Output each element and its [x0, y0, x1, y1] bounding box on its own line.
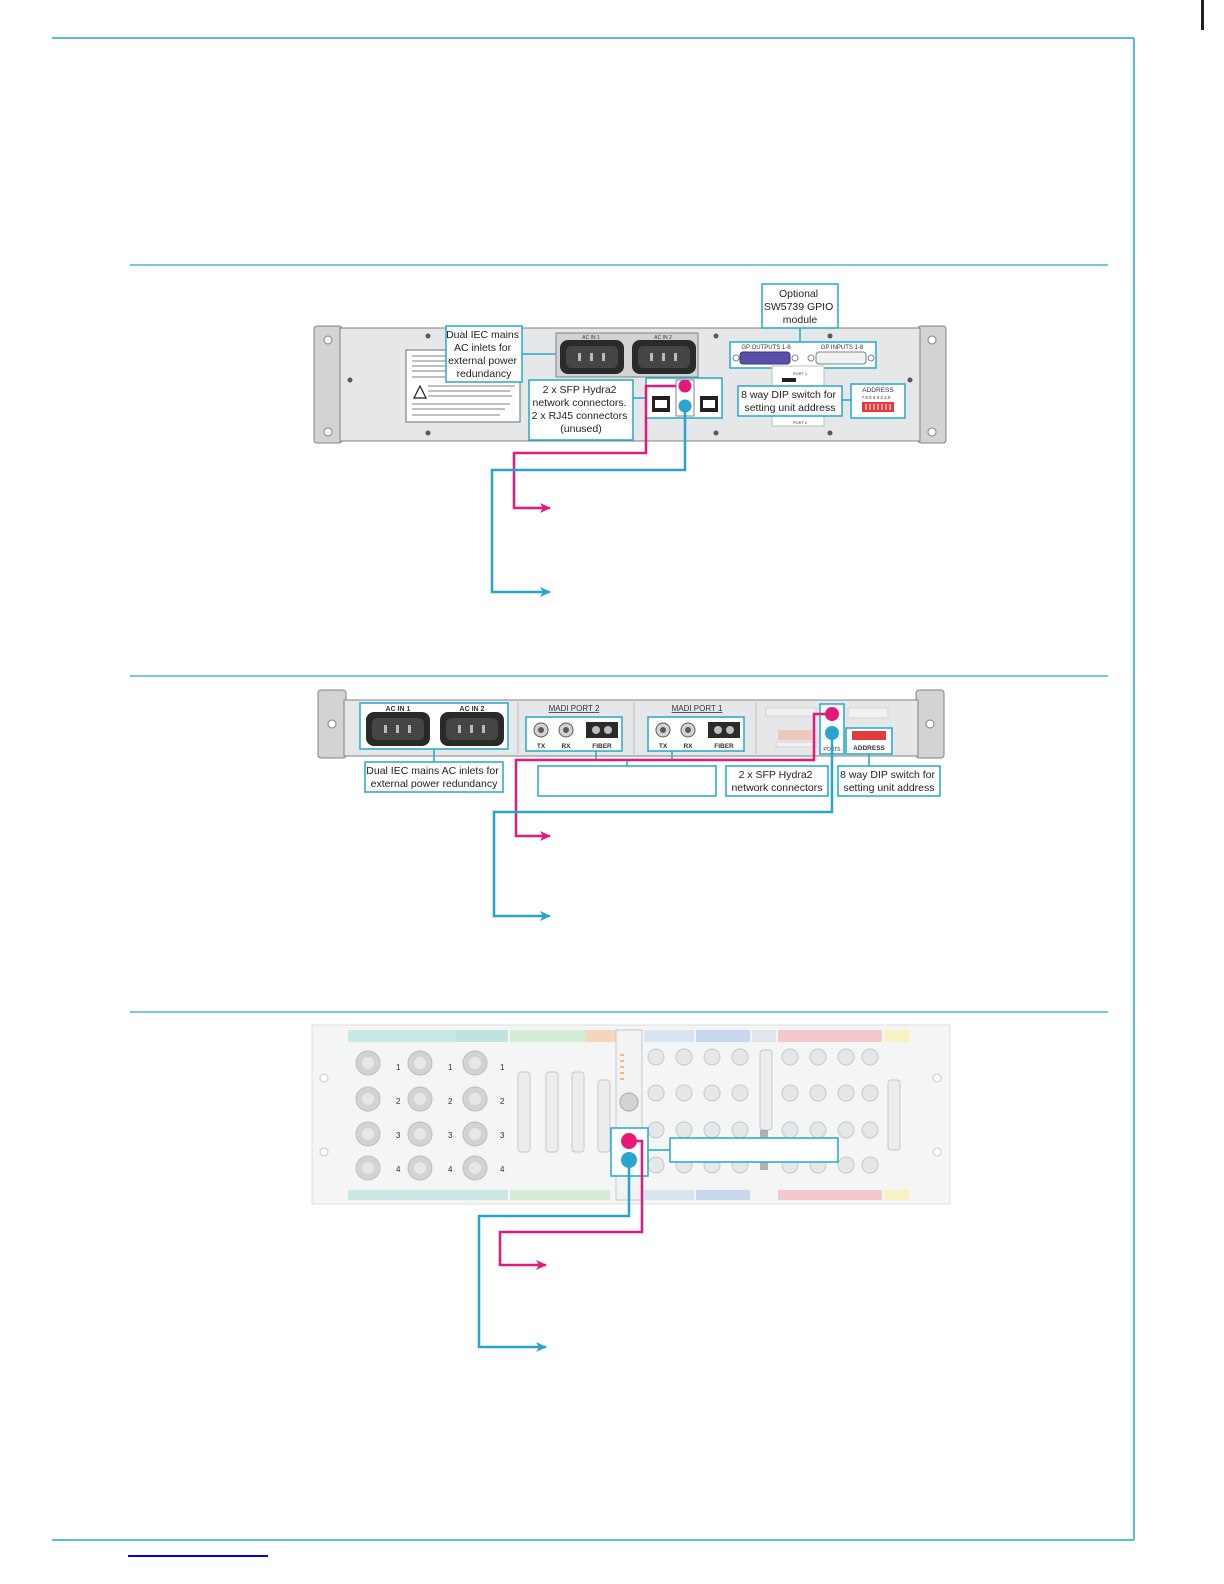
row-num-a4: 4: [396, 1165, 401, 1174]
faded-address-block: [765, 707, 889, 748]
madi2-rx-label: RX: [561, 743, 571, 750]
gp-inputs-label: GP INPUTS 1-8: [821, 345, 864, 351]
rack-sfp-magenta: [621, 1133, 637, 1149]
callout-dip: 8 way DIP switch for setting unit addres…: [737, 385, 851, 417]
cable-magenta-1: [512, 384, 676, 513]
row-num-b2: 2: [448, 1097, 453, 1106]
ac-in-1-label: AC IN 1: [582, 335, 600, 341]
svg-text:8 way DIP switch for set: 8 way DIP switch for setting unit addres…: [741, 389, 839, 414]
callout-madi-dip: 8 way DIP switch for setting unit addres…: [837, 754, 941, 797]
madi-ac-in-2-label: AC IN 2: [460, 706, 485, 713]
page-border: [52, 37, 1135, 1541]
madi2-fiber-label: FIBER: [592, 743, 612, 750]
sfp-port-magenta: [678, 379, 692, 393]
ac-inlet-pair-madi: AC IN 1 AC IN 2: [359, 702, 509, 750]
callout-ac-line-1: Dual IEC mains: [446, 329, 519, 341]
callout-madi-sfp-line-2: network connectors: [731, 782, 822, 794]
callout-gpio-line-2: SW5739 GPIO: [764, 301, 833, 313]
page-edge-mark: [1201, 0, 1204, 30]
callout-madi-ac-line-2: external power redundancy: [371, 778, 498, 790]
madi-port-2: MADI PORT 2 TX RX FIBER: [525, 704, 623, 752]
callout-rack-sfp: [669, 1137, 839, 1163]
callout-sfp-line-1: 2 x SFP Hydra2: [543, 384, 617, 396]
callout-ac-line-4: redundancy: [457, 368, 513, 380]
madi-port-2-label: MADI PORT 2: [549, 704, 600, 713]
row-num-a1: 1: [396, 1063, 401, 1072]
madi-port-1: MADI PORT 1 TX RX FIBER: [647, 704, 745, 752]
row-num-a2: 2: [396, 1097, 401, 1106]
madi-sfp-cyan: [825, 726, 839, 740]
callout-ac-line-3: external power: [448, 355, 517, 367]
callout-sfp-line-3: 2 x RJ45 connectors: [532, 410, 628, 422]
cable-cyan-1: [490, 412, 687, 597]
network-connectors: [645, 377, 723, 419]
ac-in-2-label: AC IN 2: [654, 335, 672, 341]
callout-ac-inlets: Dual IEC mains AC inlets for external po…: [445, 325, 556, 383]
address-digits: 7 6 5 4 3 2 1 0: [862, 395, 891, 400]
callout-madi-ac: Dual IEC mains AC inlets for external po…: [364, 749, 504, 793]
port-1-label: PORT 1: [793, 371, 808, 376]
callout-madi-sfp-line-1: 2 x SFP Hydra2: [739, 769, 813, 781]
ac-inlet-pair: AC IN 1 AC IN 2: [555, 332, 699, 378]
svg-text:2 x SFP Hydra2 network c: 2 x SFP Hydra2 network connectors: [731, 769, 822, 794]
svg-text:8 way DIP switch for set: 8 way DIP switch for setting unit addres…: [840, 769, 938, 794]
callout-dip-line-2: setting unit address: [744, 402, 835, 414]
gp-outputs-label: GP OUTPUTS 1-8: [741, 345, 791, 351]
madi-address-label: ADDRESS: [853, 745, 885, 752]
address-label: ADDRESS: [862, 387, 894, 394]
dip-switch: ADDRESS 7 6 5 4 3 2 1 0: [850, 383, 906, 419]
svg-text:Dual IEC mains AC inlets: Dual IEC mains AC inlets for external po…: [446, 329, 522, 380]
madi1-rx-label: RX: [683, 743, 693, 750]
callout-gpio-line-3: module: [783, 314, 818, 326]
cable-magenta-3: [498, 1139, 644, 1270]
row-num-c2: 2: [500, 1097, 505, 1106]
sfp-port-cyan: [678, 399, 692, 413]
row-num-a3: 3: [396, 1131, 401, 1140]
callout-madi-sfp: 2 x SFP Hydra2 network connectors: [725, 765, 829, 797]
callout-dip-line-1: 8 way DIP switch for: [741, 389, 836, 401]
row-num-b1: 1: [448, 1063, 453, 1072]
row-num-c1: 1: [500, 1063, 505, 1072]
cable-magenta-2: [514, 712, 825, 841]
callout-gpio-line-1: Optional: [779, 288, 818, 300]
row-num-b3: 3: [448, 1131, 453, 1140]
row-num-b4: 4: [448, 1165, 453, 1174]
svg-text:2 x SFP Hydra2 network c: 2 x SFP Hydra2 network connectors. 2 x R…: [532, 384, 631, 435]
cable-cyan-2: [492, 740, 834, 921]
madi-port-1-label: MADI PORT 1: [672, 704, 723, 713]
rack-panel-4u: 1 2 3 4 1 2 3 4 1 2 3 4: [311, 1024, 951, 1205]
callout-sfp-line-2: network connectors.: [533, 397, 627, 409]
madi1-fiber-label: FIBER: [714, 743, 734, 750]
footer-link-underline[interactable]: [128, 1555, 268, 1557]
callout-sfp-line-4: (unused): [560, 423, 601, 435]
callout-madi-ports: [537, 751, 717, 797]
madi2-tx-label: TX: [537, 743, 546, 750]
cable-cyan-3: [477, 1168, 631, 1352]
callout-sfp: 2 x SFP Hydra2 network connectors. 2 x R…: [528, 379, 646, 441]
port-2-label: PORT 2: [793, 420, 808, 425]
row-num-c4: 4: [500, 1165, 505, 1174]
callout-ac-line-2: AC inlets for: [454, 342, 512, 354]
callout-madi-ac-line-1: Dual IEC mains AC inlets for: [366, 765, 499, 777]
rack-sfp-cyan: [621, 1152, 637, 1168]
callout-madi-dip-line-2: setting unit address: [843, 782, 934, 794]
svg-text:Dual IEC mains AC inlets for: Dual IEC mains AC inlets for external po…: [366, 765, 501, 790]
callout-gpio: Optional SW5739 GPIO module: [761, 283, 839, 342]
madi-sfp-magenta: [825, 707, 839, 721]
dip-switch-madi: ADDRESS: [845, 727, 893, 755]
svg-text:Optional SW5739 GPIO: Optional SW5739 GPIO module: [764, 288, 836, 326]
madi1-tx-label: TX: [659, 743, 668, 750]
row-num-c3: 3: [500, 1131, 505, 1140]
callout-madi-dip-line-1: 8 way DIP switch for: [840, 769, 935, 781]
madi-ac-in-1-label: AC IN 1: [386, 706, 411, 713]
